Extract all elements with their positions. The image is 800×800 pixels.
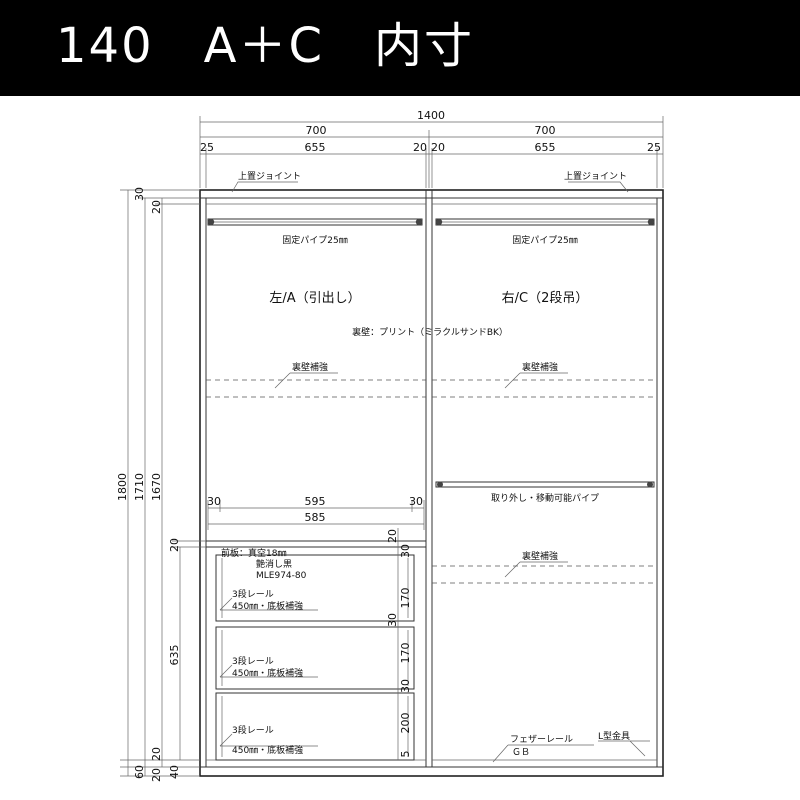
dim-drawer-5: 5 (399, 751, 412, 758)
reinforce-label-left: 裏壁補強 (292, 361, 328, 373)
dim-25-right: 25 (647, 141, 661, 154)
pipe-label-left: 固定パイプ25㎜ (282, 234, 347, 246)
dim-frame-30-right: 30 (409, 495, 423, 508)
drawer-section (206, 540, 426, 761)
dim-base-20b: 20 (150, 768, 163, 782)
drawer-dimensions: 30 595 30 585 20 30 170 170 30 200 5 30 (207, 495, 425, 760)
pipe-label-right: 固定パイプ25㎜ (512, 234, 577, 246)
drawer-3 (215, 692, 415, 761)
feather-rail-label: フェザーレール (510, 734, 573, 745)
rail-2-line-1: 3段レール (232, 655, 274, 667)
dim-1400: 1400 (417, 109, 445, 122)
joint-label-left: 上置ジョイント (238, 171, 301, 182)
drawer-2 (215, 626, 415, 690)
front-panel-line-2: 艶消し黒 (256, 558, 292, 570)
dim-1710: 1710 (133, 473, 146, 501)
dim-655-right: 655 (535, 141, 556, 154)
dim-shelf-20: 20 (168, 538, 181, 552)
dim-655-left: 655 (305, 141, 326, 154)
dim-25-left: 25 (200, 141, 214, 154)
dim-top-20: 20 (150, 200, 163, 214)
dim-base-20a: 20 (150, 747, 163, 761)
dim-drawer-200: 200 (399, 713, 412, 734)
fixed-pipe-right (435, 218, 655, 226)
dim-1670: 1670 (150, 473, 163, 501)
dim-base-40: 40 (168, 765, 181, 779)
rail-3-line-2: 450㎜・底板補強 (232, 744, 303, 756)
vertical-dimensions: 1800 1710 1670 635 30 20 20 60 20 20 40 (116, 187, 206, 782)
fixed-pipe-left (207, 218, 423, 226)
back-panel-label: 裏壁：プリント（ミラクルサンドBK） (352, 326, 508, 338)
back-reinforcement-lines (206, 379, 657, 584)
rail-1-line-1: 3段レール (232, 588, 274, 600)
dim-drawer-30-top: 30 (399, 544, 412, 558)
horizontal-dimensions: 1400 700 700 25 655 20 20 655 25 (199, 109, 664, 188)
dim-20-right: 20 (431, 141, 445, 154)
reinforce-label-lower: 裏壁補強 (522, 550, 558, 562)
dim-top-30: 30 (133, 187, 146, 201)
section-label-right: 右/C（2段吊） (502, 291, 589, 306)
rail-3-line-1: 3段レール (232, 724, 274, 736)
dim-635: 635 (168, 645, 181, 666)
movable-pipe-label: 取り外し・移動可能パイプ (491, 492, 599, 504)
page-title: 140 A＋C 内寸 (56, 18, 474, 74)
l-bracket-label: L型金具 (598, 730, 630, 742)
gb-label: ＧＢ (512, 748, 530, 758)
front-panel-line-3: MLE974-80 (256, 571, 307, 581)
annotations: 上置ジョイント 上置ジョイント 固定パイプ25㎜ 固定パイプ25㎜ 左/A（引出… (221, 171, 630, 758)
dim-20-left: 20 (413, 141, 427, 154)
joint-label-right: 上置ジョイント (564, 171, 627, 182)
front-panel-line-1: 前板：真空18㎜ (221, 547, 286, 559)
dim-drawer-170-a: 170 (399, 588, 412, 609)
dim-700-right: 700 (535, 124, 556, 137)
dim-700-left: 700 (306, 124, 327, 137)
dim-drawer-30-mid: 30 (399, 679, 412, 693)
dim-drawer-30-low: 30 (386, 613, 399, 627)
dim-base-60: 60 (133, 765, 146, 779)
title-bar: 140 A＋C 内寸 (0, 0, 800, 96)
drawer-1 (215, 554, 415, 622)
cabinet-structure (199, 189, 664, 777)
section-label-left: 左/A（引出し） (269, 291, 360, 306)
dim-frame-595: 595 (305, 495, 326, 508)
movable-pipe (435, 481, 655, 488)
rail-1-line-2: 450㎜・底板補強 (232, 600, 303, 612)
dim-1800: 1800 (116, 473, 129, 501)
dim-drawer-gap-20: 20 (386, 529, 399, 543)
dim-drawer-585: 585 (305, 511, 326, 524)
reinforce-label-right: 裏壁補強 (522, 361, 558, 373)
leader-lines (219, 181, 650, 763)
dim-drawer-170-b: 170 (399, 643, 412, 664)
dim-frame-30-left: 30 (207, 495, 221, 508)
rail-2-line-2: 450㎜・底板補強 (232, 667, 303, 679)
